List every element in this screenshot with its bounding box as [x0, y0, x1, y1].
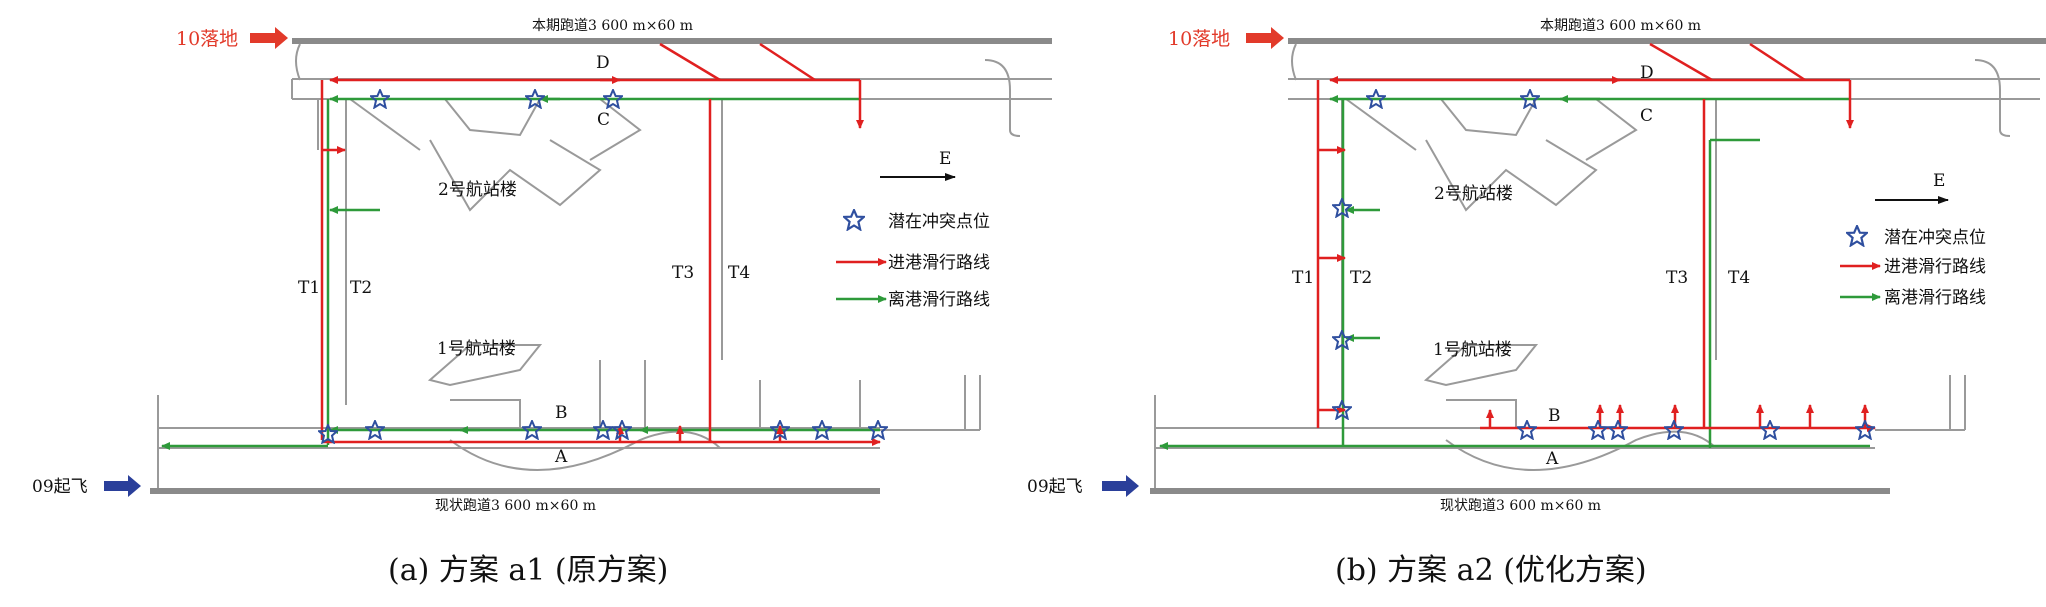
takeoff-label: 09起飞 — [1027, 477, 1083, 497]
terminal2-label: 2号航站楼 — [1434, 184, 1513, 204]
north-runway — [1288, 38, 2046, 44]
arrival-routes — [320, 42, 881, 446]
point-a: A — [554, 447, 568, 467]
caption-a: (a) 方案 a1 (原方案) — [388, 553, 668, 588]
landing-label: 10落地 — [1168, 28, 1230, 50]
legend-conflict-label: 潜在冲突点位 — [888, 212, 990, 232]
terminal2-label: 2号航站楼 — [438, 180, 517, 200]
conflict-points-b — [1332, 89, 1875, 440]
point-a: A — [1545, 449, 1559, 469]
north-runway — [292, 38, 1052, 44]
legend-conflict-label: 潜在冲突点位 — [1884, 228, 1986, 248]
panel-b: 10落地 09起飞 本期跑道3 600 m×60 m 现状跑道3 600 m×6… — [1027, 18, 2046, 588]
takeoff-label: 09起飞 — [32, 477, 88, 497]
landing-label: 10落地 — [176, 28, 238, 50]
north-runway-label: 本期跑道3 600 m×60 m — [532, 18, 693, 34]
south-runway-label: 现状跑道3 600 m×60 m — [435, 498, 596, 514]
caption-b: (b) 方案 a2 (优化方案) — [1335, 553, 1647, 588]
east-label: E — [939, 149, 951, 169]
legend-star-icon — [1846, 225, 1868, 247]
south-runway — [150, 488, 880, 494]
taxiway-t2: T2 — [350, 278, 372, 298]
taxiway-t3: T3 — [1666, 268, 1688, 288]
takeoff-arrow — [1102, 475, 1139, 497]
north-runway-label: 本期跑道3 600 m×60 m — [1540, 18, 1701, 34]
east-label: E — [1933, 171, 1945, 191]
taxiway-t2: T2 — [1350, 268, 1372, 288]
landing-arrow — [250, 27, 288, 49]
point-d: D — [596, 53, 610, 73]
taxiway-t1: T1 — [1292, 268, 1314, 288]
taxiway-t4: T4 — [728, 263, 750, 283]
point-b: B — [555, 403, 568, 423]
arrival-routes — [1316, 42, 1876, 432]
panel-a: 10落地 09起飞 本期跑道3 600 m×60 m 现状跑道3 600 m×6… — [32, 18, 1052, 588]
south-runway — [1150, 488, 1890, 494]
legend-arrival-label: 进港滑行路线 — [1884, 257, 1986, 277]
legend-star-icon — [843, 209, 865, 231]
point-d: D — [1640, 63, 1654, 83]
takeoff-arrow — [104, 475, 141, 497]
point-c: C — [1640, 106, 1653, 126]
conflict-points-a — [318, 89, 888, 444]
departure-routes — [1159, 95, 1870, 450]
taxiway-t1: T1 — [298, 278, 320, 298]
legend-departure-label: 离港滑行路线 — [1884, 288, 1986, 308]
legend-departure-label: 离港滑行路线 — [888, 290, 990, 310]
south-runway-label: 现状跑道3 600 m×60 m — [1440, 498, 1601, 514]
taxiway-t4: T4 — [1728, 268, 1750, 288]
point-c: C — [597, 110, 610, 130]
departure-routes — [161, 95, 880, 450]
terminal1-label: 1号航站楼 — [1433, 340, 1512, 360]
taxiway-t3: T3 — [672, 263, 694, 283]
legend-arrival-label: 进港滑行路线 — [888, 253, 990, 273]
point-b: B — [1548, 406, 1561, 426]
landing-arrow — [1246, 27, 1284, 49]
terminal1-label: 1号航站楼 — [437, 339, 516, 359]
